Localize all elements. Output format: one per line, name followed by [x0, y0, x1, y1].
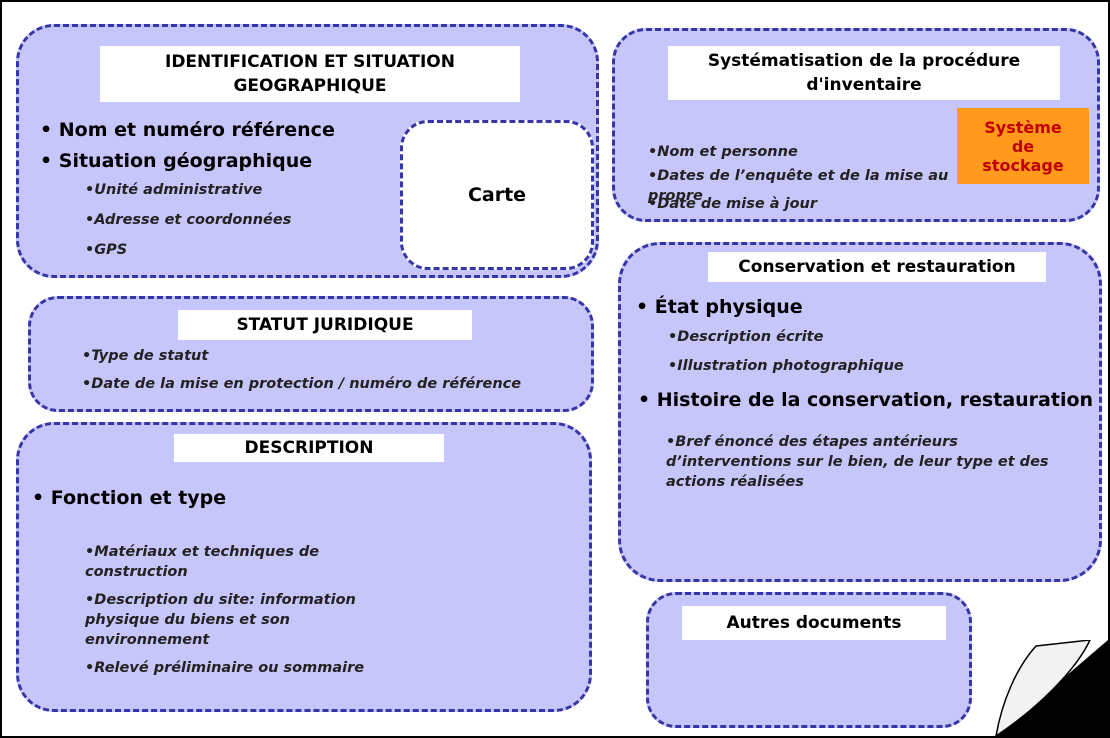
- identification-sub-unite: •Unité administrative: [85, 182, 263, 198]
- description-sub-releve-label: Relevé préliminaire ou sommaire: [94, 660, 365, 676]
- stockage-box: Système de stockage: [957, 108, 1089, 184]
- conservation-item-etat-label: État physique: [654, 296, 803, 318]
- identification-title-line1: IDENTIFICATION ET SITUATION: [165, 52, 455, 72]
- systematisation-sub-maj: •Date de mise à jour: [648, 196, 818, 212]
- systematisation-title-line1: Systématisation de la procédure: [707, 51, 1021, 71]
- identification-item-nom: • Nom et numéro référence: [40, 119, 335, 141]
- systematisation-sub-maj-label: Date de mise à jour: [657, 196, 818, 212]
- conservation-sub-description-label: Description écrite: [677, 329, 824, 345]
- conservation-sub-illustration-label: Illustration photographique: [677, 358, 904, 374]
- identification-sub-adresse-label: Adresse et coordonnées: [94, 212, 292, 228]
- statut-sub-date-label: Date de la mise en protection / numéro d…: [91, 376, 522, 392]
- description-sub-releve: •Relevé préliminaire ou sommaire: [85, 660, 365, 676]
- systematisation-sub-dates: •Dates de l’enquête et de la mise au pro…: [648, 168, 949, 204]
- description-sub-site-label: Description du site: information physiqu…: [85, 592, 356, 648]
- conservation-sub-illustration: •Illustration photographique: [668, 358, 904, 374]
- identification-sub-gps: •GPS: [85, 242, 128, 258]
- description-sub-materiaux-label: Matériaux et techniques de construction: [85, 544, 320, 580]
- identification-title: IDENTIFICATION ET SITUATION GEOGRAPHIQUE: [100, 46, 520, 102]
- systematisation-title-line2: d'inventaire: [806, 75, 922, 95]
- conservation-item-histoire-label: Histoire de la conservation, restauratio…: [656, 389, 1094, 411]
- statut-sub-type-label: Type de statut: [91, 348, 209, 364]
- statut-title: STATUT JURIDIQUE: [178, 310, 472, 340]
- identification-sub-adresse: •Adresse et coordonnées: [85, 212, 292, 228]
- conservation-sub-bref: •Bref énoncé des étapes antérieurs d’int…: [666, 434, 1049, 490]
- identification-title-line2: GEOGRAPHIQUE: [233, 76, 387, 96]
- description-item-fonction-label: Fonction et type: [50, 487, 227, 509]
- statut-sub-date: •Date de la mise en protection / numéro …: [82, 376, 522, 392]
- autres-title: Autres documents: [682, 606, 946, 640]
- systematisation-title: Systématisation de la procédure d'invent…: [668, 46, 1060, 100]
- description-box: [16, 422, 592, 712]
- identification-item-situation: • Situation géographique: [40, 150, 313, 172]
- description-item-fonction: • Fonction et type: [32, 487, 227, 509]
- identification-sub-gps-label: GPS: [94, 242, 128, 258]
- page-curl-icon: [995, 640, 1108, 736]
- conservation-box: [618, 242, 1102, 582]
- systematisation-sub-nom: •Nom et personne: [648, 144, 798, 160]
- systematisation-sub-dates-label: Dates de l’enquête et de la mise au prop…: [648, 168, 949, 204]
- conservation-sub-description: •Description écrite: [668, 329, 824, 345]
- conservation-sub-bref-label: Bref énoncé des étapes antérieurs d’inte…: [666, 434, 1049, 490]
- identification-item-nom-label: Nom et numéro référence: [58, 119, 335, 141]
- statut-sub-type: •Type de statut: [82, 348, 209, 364]
- identification-sub-unite-label: Unité administrative: [94, 182, 263, 198]
- conservation-title: Conservation et restauration: [708, 252, 1046, 282]
- systematisation-sub-nom-label: Nom et personne: [657, 144, 798, 160]
- description-title: DESCRIPTION: [174, 434, 444, 462]
- description-sub-site: •Description du site: information physiq…: [85, 592, 356, 648]
- identification-item-situation-label: Situation géographique: [58, 150, 313, 172]
- carte-label: Carte: [467, 184, 527, 206]
- conservation-item-etat: • État physique: [636, 296, 803, 318]
- carte-box: Carte: [400, 120, 594, 270]
- description-sub-materiaux: •Matériaux et techniques de construction: [85, 544, 320, 580]
- conservation-item-histoire: • Histoire de la conservation, restaurat…: [638, 389, 1094, 411]
